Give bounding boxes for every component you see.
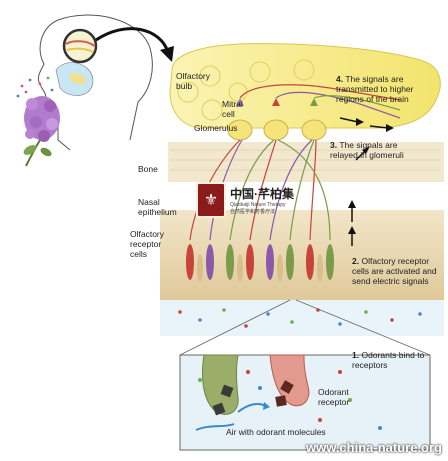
- flow-arrows: [348, 146, 370, 246]
- label-glomerulus: Glomerulus: [194, 123, 238, 133]
- step-4-text: The signals are transmitted to higher re…: [336, 74, 414, 105]
- axon-bundles: [189, 139, 331, 241]
- watermark-brand: ⚜ 中国·芊柏集 Qianbaiji Nature Therapy 自然医学和芳…: [196, 182, 294, 218]
- step-3: 3. The signals are relayed in glomeruli: [330, 140, 420, 160]
- lilac-flower-icon: [16, 76, 60, 167]
- fleur-de-lis-icon: ⚜: [196, 182, 226, 218]
- site-url-watermark: www.china-nature.org: [305, 440, 442, 455]
- inset-panel: [179, 354, 431, 451]
- label-nasal-epithelium: Nasal epithelium: [138, 197, 177, 217]
- step-2-text: Olfactory receptor cells are activated a…: [352, 256, 437, 287]
- label-bone: Bone: [138, 164, 158, 174]
- step-3-number: 3.: [330, 140, 338, 150]
- odorant-molecules: [178, 308, 422, 328]
- receptor-cells: [186, 244, 334, 282]
- label-odorant-receptor: Odorant receptor: [318, 387, 350, 407]
- label-olfactory-bulb: Olfactory bulb: [176, 71, 211, 91]
- head-illustration: [37, 14, 174, 151]
- watermark-chinese: 中国·芊柏集: [230, 187, 294, 201]
- label-mitral-cell: Mitral cell: [222, 99, 243, 119]
- step-1: 1. Odorants bind to receptors: [352, 350, 444, 370]
- step-2-number: 2.: [352, 256, 360, 266]
- mucus-layer: [160, 300, 444, 336]
- label-olfactory-receptor-cells: Olfactory receptor cells: [130, 229, 165, 259]
- step-4-number: 4.: [336, 74, 344, 84]
- step-4: 4. The signals are transmitted to higher…: [336, 74, 440, 105]
- step-1-text: Odorants bind to receptors: [352, 350, 425, 371]
- label-air-odorant: Air with odorant molecules: [226, 427, 326, 437]
- watermark-subtitle: 自然医学和芳香疗法: [230, 209, 276, 215]
- step-3-text: The signals are relayed in glomeruli: [330, 140, 404, 161]
- watermark-english: Qianbaiji Nature Therapy: [230, 202, 286, 208]
- watermark-text: 中国·芊柏集 Qianbaiji Nature Therapy 自然医学和芳香疗…: [230, 185, 294, 215]
- step-1-number: 1.: [352, 350, 360, 360]
- step-2: 2. Olfactory receptor cells are activate…: [352, 256, 444, 287]
